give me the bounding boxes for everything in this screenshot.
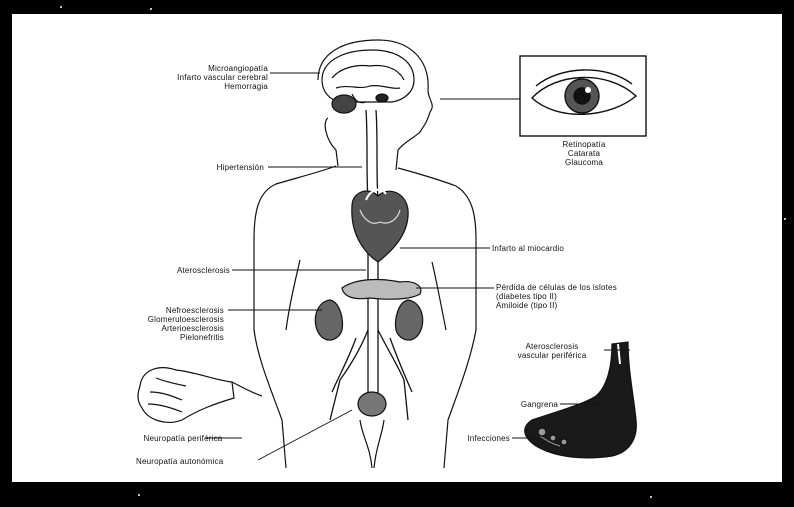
atherosclerosis-label: Aterosclerosis [140,266,230,275]
pancreas-icon [342,280,421,300]
eye-complications-label: Retinopatía Catarata Glaucoma [546,140,622,167]
scan-speck [60,6,62,8]
scan-speck [150,8,152,10]
kidney-complications-label: Nefroesclerosis Glomeruloesclerosis Arte… [120,306,224,342]
peripheral-vascular-label: Aterosclerosis vascular periférica [500,342,604,360]
aorta [366,110,368,400]
infections-label: Infecciones [444,434,510,443]
bladder-icon [358,392,386,468]
peripheral-neuropathy-label: Neuropatía periférica [128,434,238,443]
myocardial-infarction-label: Infarto al miocardio [492,244,632,253]
scan-speck [784,218,786,220]
eye-illustration [520,56,646,136]
hypertension-label: Hipertensión [160,163,264,172]
gangrene-label: Gangrena [500,400,558,409]
heart-icon [352,190,408,262]
kidney-icon [315,300,422,340]
hand-icon [138,368,262,423]
scan-speck [650,496,652,498]
islet-cell-loss-label: Pérdida de células de los islotes (diabe… [496,283,696,310]
brain-icon [322,50,414,113]
scan-speck [138,494,140,496]
brain-complications-label: Microangiopatía Infarto vascular cerebra… [160,64,268,91]
autonomic-neuropathy-label: Neuropatía autonómica [136,457,260,466]
